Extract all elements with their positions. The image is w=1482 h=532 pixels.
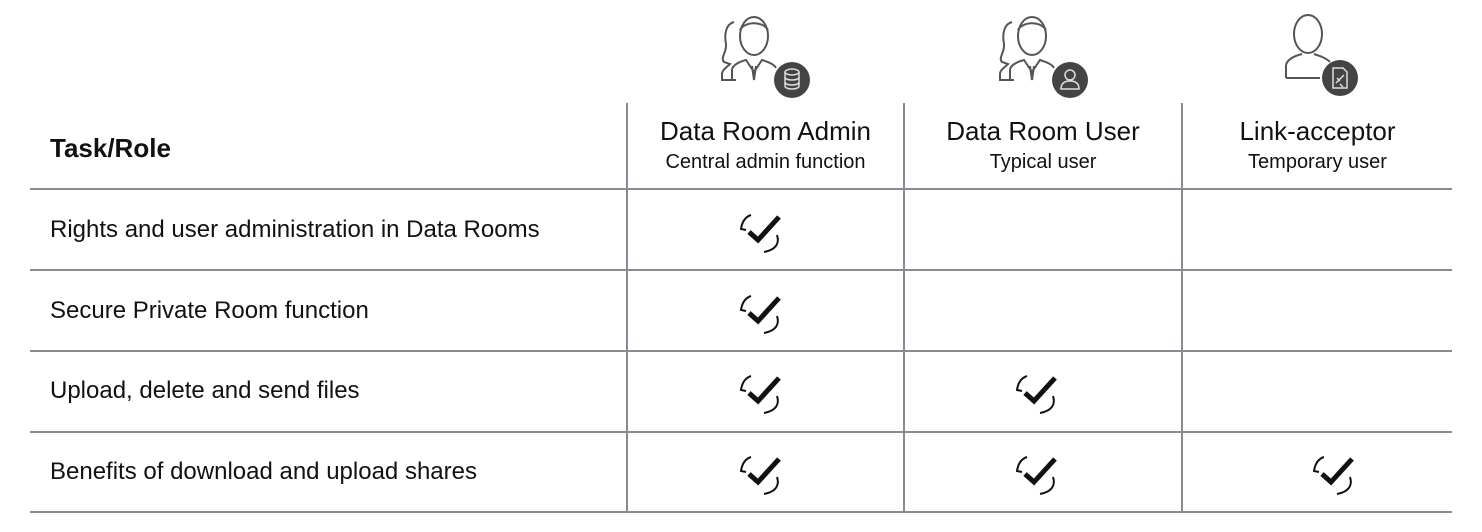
checkmark-icon [739, 295, 781, 334]
column-divider [1181, 103, 1183, 513]
checkmark-icon [1312, 456, 1354, 495]
task-label: Benefits of download and upload shares [50, 458, 477, 485]
users-user-icon [999, 16, 1088, 98]
row-divider [30, 350, 1452, 352]
row-divider [30, 431, 1452, 433]
role-title: Data Room Admin [660, 116, 871, 146]
checkmark-icon [739, 375, 781, 414]
row-divider [30, 511, 1452, 513]
role-title: Link-acceptor [1239, 116, 1396, 146]
checkmark-icon [739, 456, 781, 495]
role-header-user: Data Room User Typical user [905, 116, 1181, 174]
checkmark-icon [1015, 456, 1057, 495]
checkmark-icon [739, 214, 781, 253]
role-subtitle: Central admin function [665, 151, 866, 173]
role-header-admin: Data Room Admin Central admin function [628, 116, 903, 174]
checkmark-icon [1015, 375, 1057, 414]
column-divider [903, 103, 905, 513]
row-divider [30, 269, 1452, 271]
task-label: Secure Private Room function [50, 297, 369, 324]
role-title: Data Room User [946, 116, 1140, 146]
row-divider [30, 188, 1452, 190]
user-link-file-icon [1285, 14, 1358, 96]
users-database-icon [721, 16, 810, 98]
task-role-header: Task/Role [50, 133, 171, 163]
task-label: Rights and user administration in Data R… [50, 216, 540, 243]
task-label: Upload, delete and send files [50, 377, 360, 404]
role-subtitle: Typical user [989, 151, 1097, 173]
role-header-link-acceptor: Link-acceptor Temporary user [1183, 116, 1452, 174]
role-subtitle: Temporary user [1248, 151, 1387, 173]
column-divider [626, 103, 628, 513]
